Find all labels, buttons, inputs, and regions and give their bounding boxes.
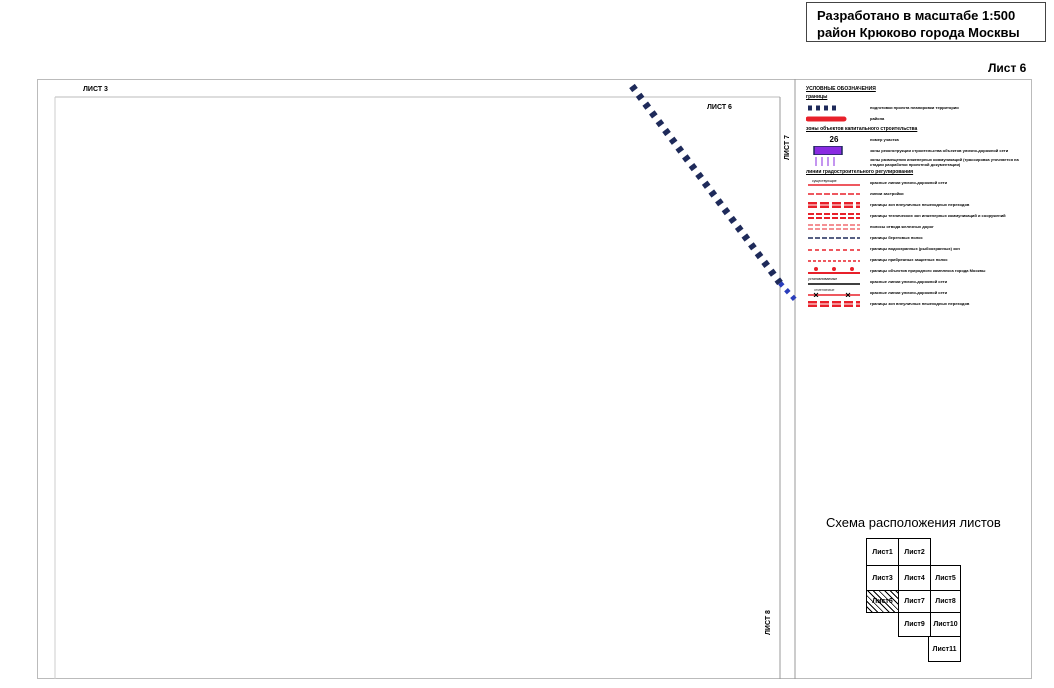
legend-item: существующие красные линии улично-дорожн…: [806, 177, 1021, 188]
legend-item: границы прибрежных защитных полос: [806, 254, 1021, 265]
svg-text:существующие: существующие: [812, 179, 837, 183]
scheme-cell: Лист11: [928, 636, 961, 662]
utility-zone-symbol: [806, 157, 862, 166]
legend-item: границы объектов природного комплекса го…: [806, 265, 1021, 276]
scheme-cell: Лист5: [930, 565, 961, 591]
legend: УСЛОВНЫЕ ОБОЗНАЧЕНИЯ границы подготовки …: [805, 84, 1021, 309]
svg-text:отменяемые: отменяемые: [814, 288, 835, 292]
legend-item: 26 номер участка: [806, 134, 1021, 145]
legend-section-heading: зоны объектов капитального строительства: [806, 126, 918, 132]
scheme-cell: Лист1: [866, 538, 899, 566]
legend-item: района: [805, 113, 1021, 124]
svg-text:устанавливаемые: устанавливаемые: [808, 277, 837, 281]
legend-item: зоны реконструкции строительства объекто…: [806, 145, 1021, 156]
district-line-symbol: [805, 114, 862, 123]
map-frame: [37, 79, 1032, 679]
scheme-title: Схема расположения листов: [826, 515, 1001, 530]
existing-red-line-symbol: существующие: [806, 178, 862, 187]
boundary-dash-symbol: [806, 103, 862, 112]
title-block: Разработано в масштабе 1:500 район Крюко…: [806, 2, 1046, 42]
legend-item: границы технических зон инженерных комму…: [806, 210, 1021, 221]
scheme-cell: Лист8: [930, 590, 961, 613]
coastal-strip-symbol: [806, 255, 862, 264]
scheme-cell-current: Лист6: [866, 590, 899, 613]
established-red-line-symbol: устанавливаемые: [806, 277, 862, 286]
label-sheet-8: ЛИСТ 8: [765, 610, 772, 635]
label-sheet-3: ЛИСТ 3: [83, 86, 108, 93]
legend-item: границы водоохранных (рыбоохранных) зон: [806, 243, 1021, 254]
scheme-cell: Лист9: [898, 612, 931, 637]
pedestrian-crossing-symbol: [806, 200, 862, 209]
road-zone-symbol: [806, 145, 862, 156]
sheet-number: Лист 6: [988, 61, 1027, 75]
scheme-cell: Лист7: [898, 590, 931, 613]
legend-item: отменяемые красные линии улично-дорожной…: [806, 287, 1021, 298]
pedestrian-crossing-symbol-2: [806, 299, 862, 308]
building-line-symbol: [806, 189, 862, 198]
technical-zone-symbol: [806, 211, 862, 220]
cancelled-red-line-symbol: отменяемые: [806, 288, 862, 298]
district-line: район Крюково города Москвы: [817, 25, 1020, 40]
railway-strip-symbol: [806, 222, 862, 231]
legend-item: границы береговых полос: [806, 232, 1021, 243]
legend-item: границы зон внеуличных пешеходных перехо…: [806, 298, 1021, 309]
project-boundary-line: [629, 83, 783, 286]
scheme-cell: Лист3: [866, 565, 899, 591]
legend-section-heading: границы: [806, 94, 828, 100]
legend-item: зоны размещения инженерных коммуникаций …: [806, 156, 1021, 167]
legend-item: подготовки проекта планировки территории: [806, 102, 1021, 113]
scheme-cell: Лист2: [898, 538, 931, 566]
shore-strip-symbol: [806, 233, 862, 242]
legend-section-heading: линии градостроительного регулирования: [806, 169, 914, 175]
legend-item: устанавливаемые красные линии улично-дор…: [806, 277, 948, 286]
scheme-cell: Лист4: [898, 565, 931, 591]
water-zone-symbol: [806, 244, 862, 253]
legend-title: УСЛОВНЫЕ ОБОЗНАЧЕНИЯ: [806, 86, 876, 92]
scale-line: Разработано в масштабе 1:500: [817, 8, 1016, 23]
plot-number-symbol: 26: [829, 135, 839, 144]
label-sheet-6: ЛИСТ 6: [707, 104, 732, 111]
legend-item: границы зон внеуличных пешеходных перехо…: [806, 199, 1021, 210]
label-sheet-7: ЛИСТ 7: [784, 135, 791, 160]
legend-item: полосы отвода железных дорог: [806, 221, 1021, 232]
legend-item: линии застройки: [806, 188, 1021, 199]
nature-complex-symbol: [806, 266, 862, 275]
scheme-cell: Лист10: [930, 612, 961, 637]
